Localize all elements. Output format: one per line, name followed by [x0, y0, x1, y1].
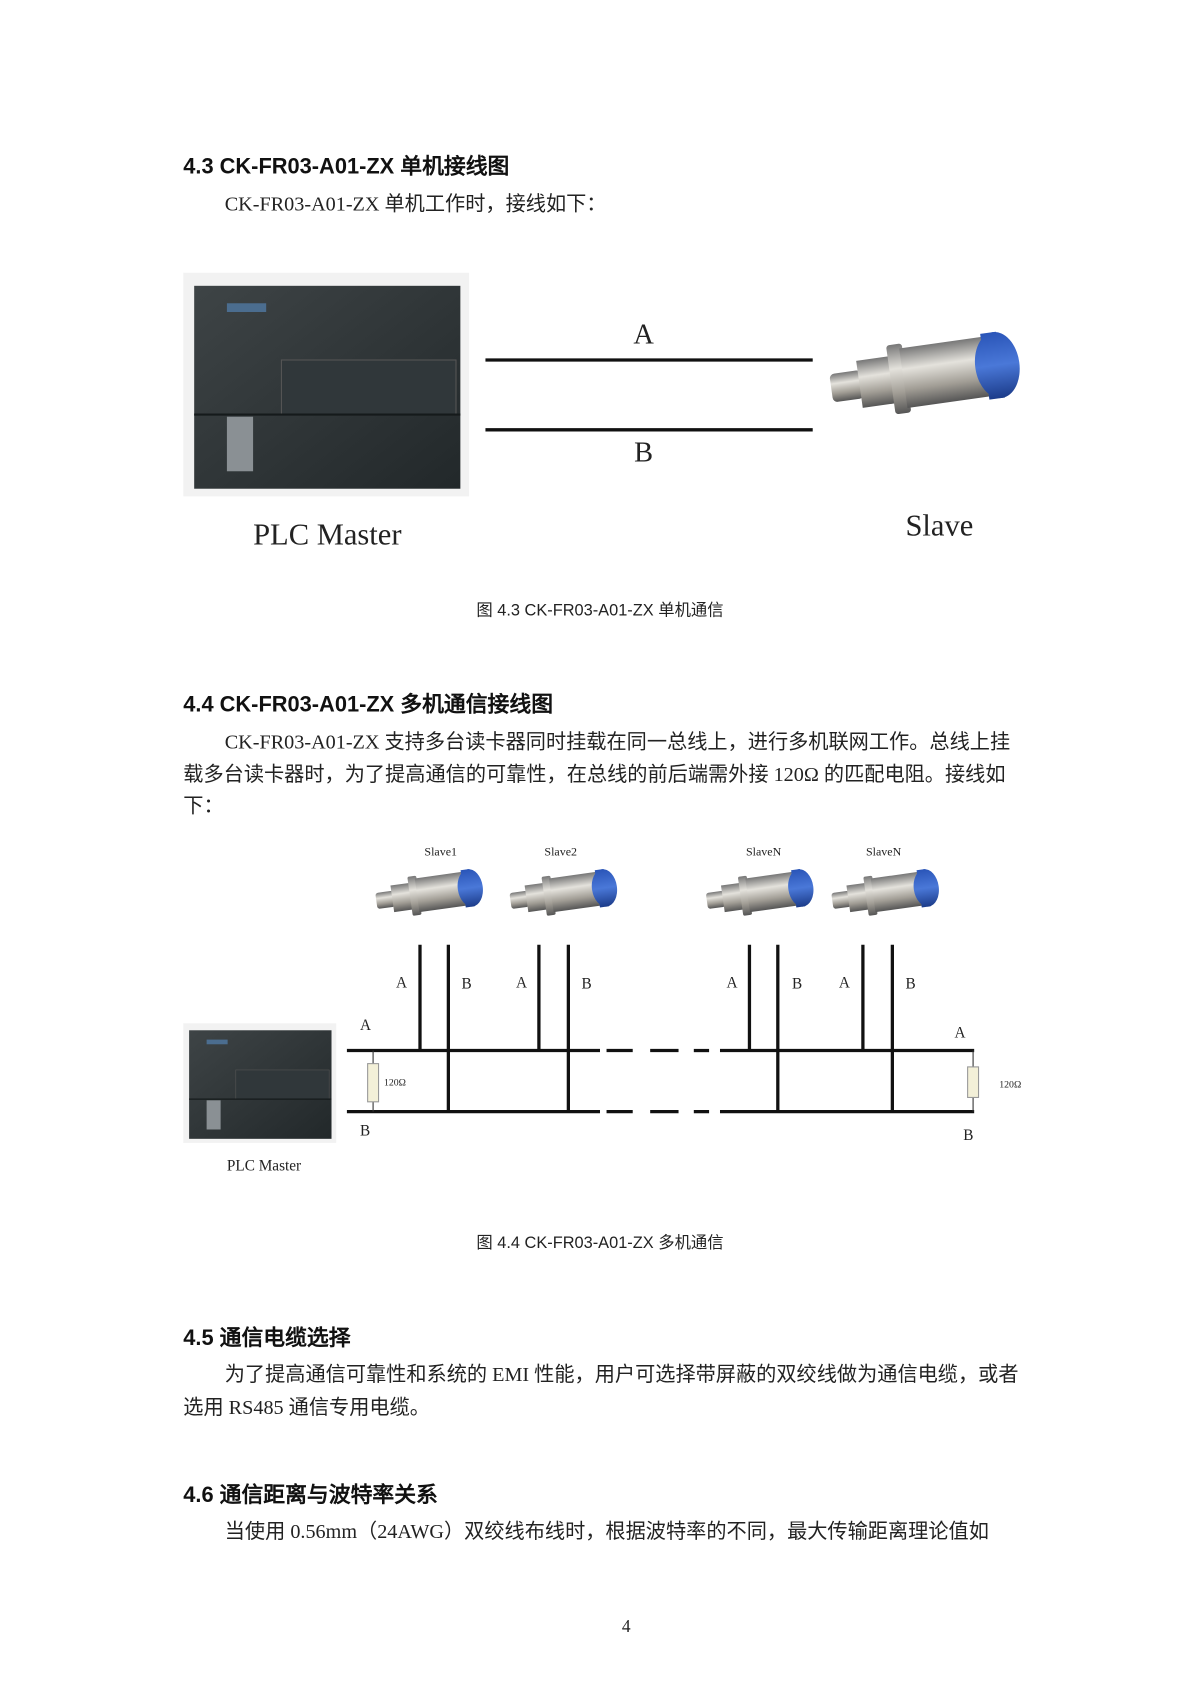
resistor-left-label: 120Ω: [384, 1077, 406, 1088]
figure-caption-4-4: 图 4.4 CK-FR03-A01-ZX 多机通信: [476, 1233, 724, 1253]
figure-caption-4-3: 图 4.3 CK-FR03-A01-ZX 单机通信: [476, 601, 724, 620]
label-b: B: [634, 437, 653, 468]
branch-b: B: [581, 975, 591, 992]
bus-a-right: A: [955, 1024, 966, 1041]
branch-b: B: [792, 975, 802, 992]
paragraph-4-5: 为了提高通信可靠性和系统的 EMI 性能，用户可选择带屏蔽的双绞线做为通信电缆，…: [183, 1364, 1019, 1419]
heading-4-5: 4.5 通信电缆选择: [183, 1326, 351, 1351]
heading-4-4: 4.4 CK-FR03-A01-ZX 多机通信接线图: [183, 692, 554, 717]
slave-label: Slave: [905, 509, 973, 543]
paragraph-4-4: CK-FR03-A01-ZX 支持多台读卡器同时挂载在同一总线上，进行多机联网工…: [183, 731, 1011, 819]
plc-master-label: PLC Master: [253, 517, 401, 551]
intro-4-3: CK-FR03-A01-ZX 单机工作时，接线如下：: [224, 194, 607, 216]
resistor-right: [967, 1050, 980, 1112]
plc-master-image: [182, 271, 471, 498]
heading-4-3: 4.3 CK-FR03-A01-ZX 单机接线图: [183, 154, 510, 179]
heading-4-6: 4.6 通信距离与波特率关系: [183, 1483, 438, 1508]
branch-b: B: [461, 975, 471, 992]
branch-a: A: [516, 974, 527, 991]
bus-a-left: A: [360, 1017, 371, 1034]
slave-2-sensor-image: [507, 866, 620, 921]
page-number: 4: [621, 1617, 631, 1637]
slave-n-sensor-image: [704, 866, 816, 921]
slave-n-label: SlaveN: [746, 844, 782, 858]
branch-a: A: [396, 974, 407, 991]
resistor-right-label: 120Ω: [999, 1080, 1021, 1091]
plc-master-small-image: [182, 1022, 337, 1144]
branch-b: B: [905, 975, 915, 992]
label-a: A: [633, 320, 654, 351]
resistor-left: [367, 1050, 380, 1112]
slave-1-label: Slave1: [424, 844, 457, 858]
plc-master-label-small: PLC Master: [227, 1158, 301, 1175]
bus-b-right: B: [963, 1127, 973, 1144]
paragraph-4-6: 当使用 0.56mm（24AWG）双绞线布线时，根据波特率的不同，最大传输距离理…: [224, 1521, 989, 1544]
slave-1-sensor-image: [373, 866, 486, 921]
branch-a: A: [727, 974, 738, 991]
bus-b-left: B: [360, 1123, 370, 1140]
slave-n2-label: SlaveN: [866, 844, 902, 858]
bus-lines: [346, 944, 975, 1114]
branch-a: A: [839, 974, 850, 991]
slave-sensor-image: [826, 327, 1025, 423]
slave-2-label: Slave2: [544, 844, 577, 858]
slave-n2-sensor-image: [829, 866, 942, 921]
